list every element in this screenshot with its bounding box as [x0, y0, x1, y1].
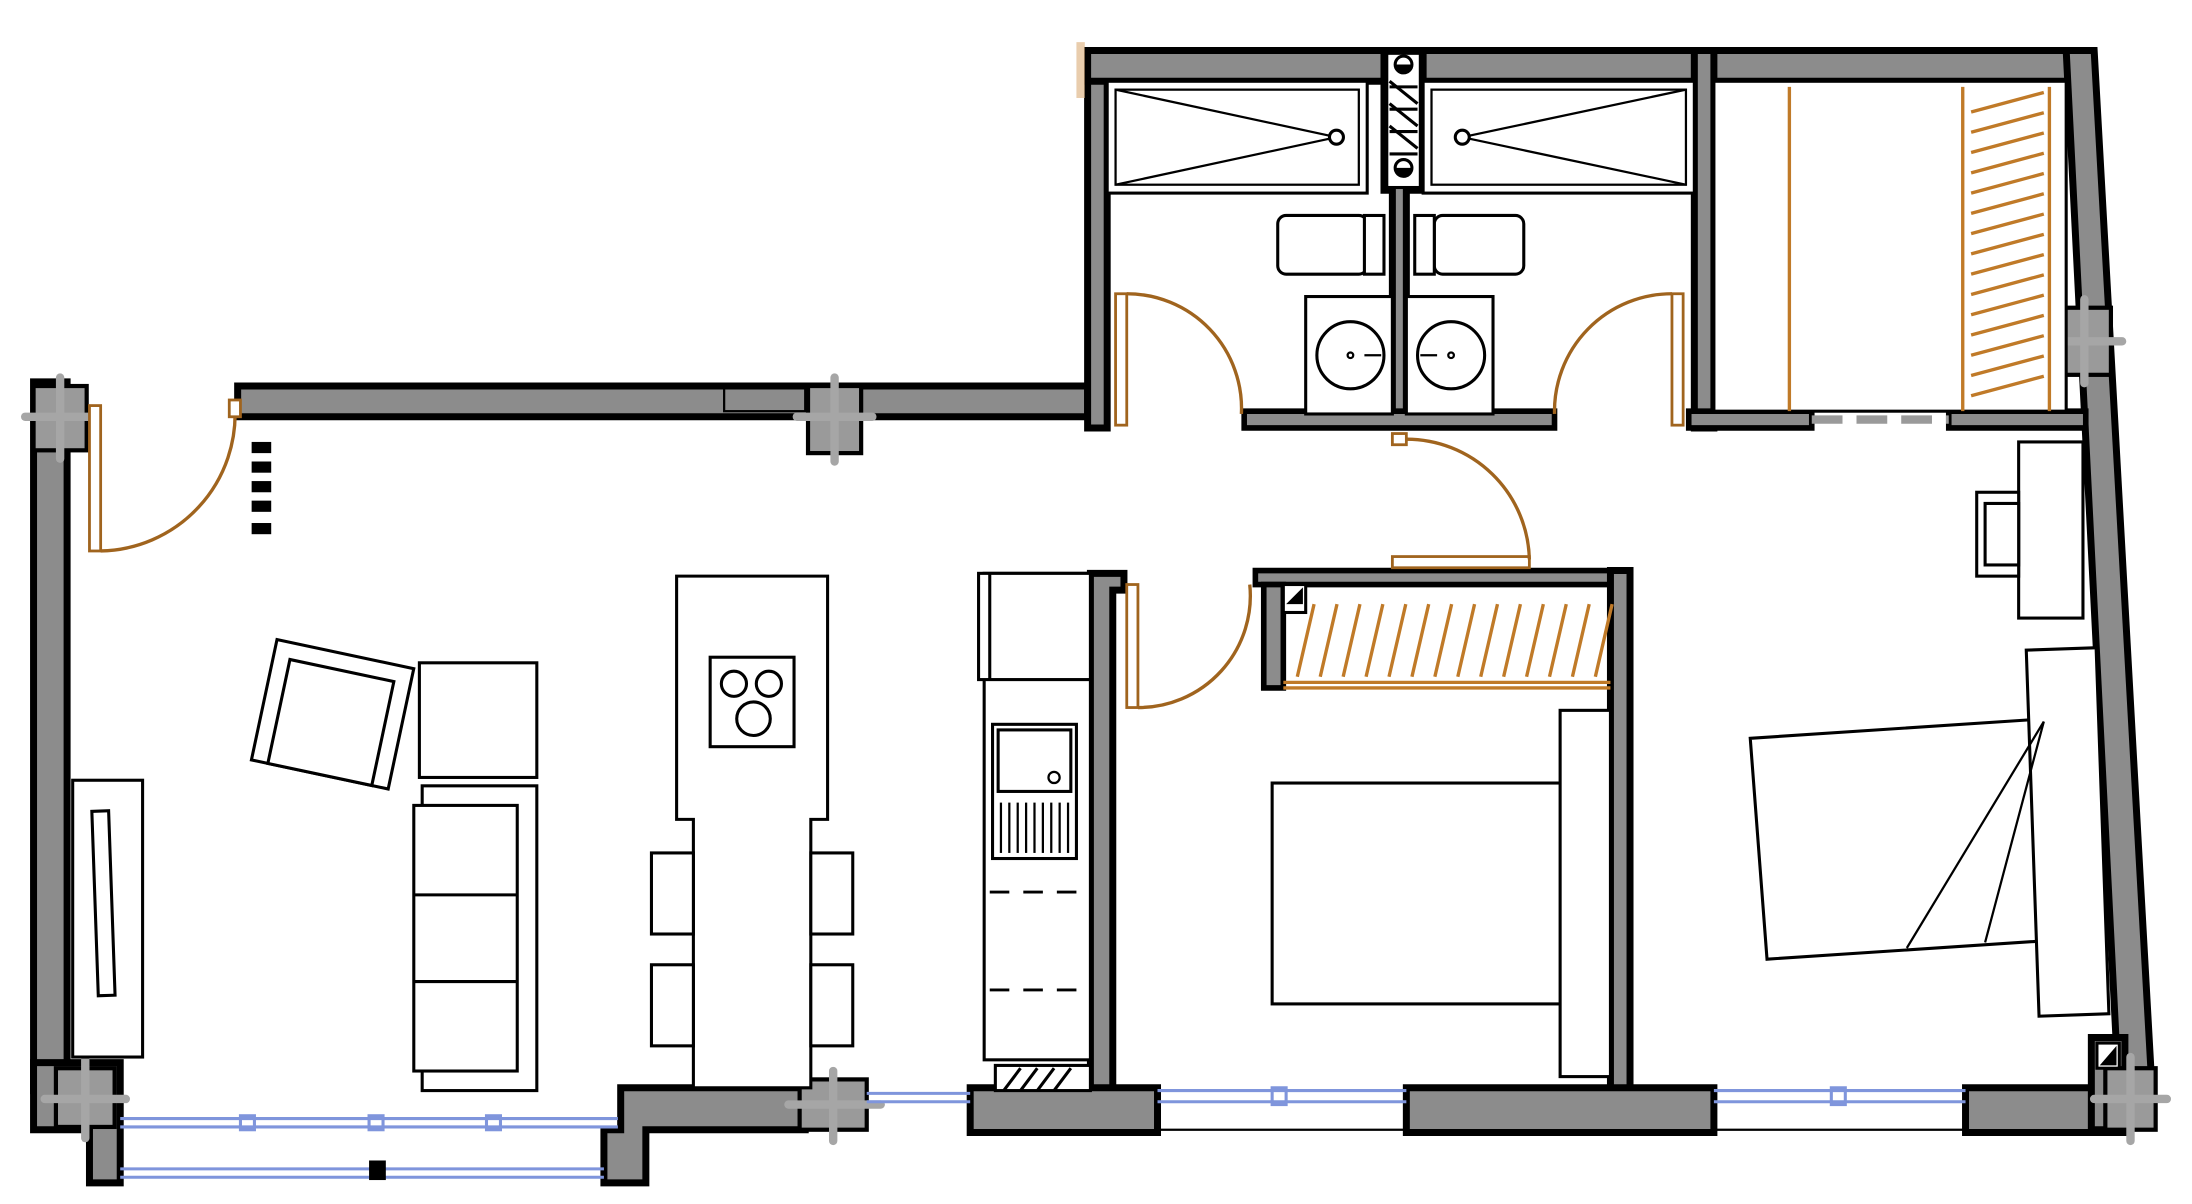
door-entrance: [88, 398, 242, 553]
kitchen-vent: [993, 1063, 1092, 1093]
wall-closet-bottom: [1685, 408, 1815, 431]
closet-hanger: [1970, 131, 2045, 155]
bathroom-1: [1105, 79, 1394, 416]
closet-hanger: [1970, 90, 2045, 114]
window-kitchen: [866, 1091, 971, 1104]
wall-kitchen-partition: [1086, 569, 1128, 1095]
closet-hanger: [1970, 232, 2045, 256]
bed-1: [1270, 708, 1612, 1079]
window-bedroom-1: [1157, 1086, 1407, 1107]
wall-bath-bottom-1: [1241, 408, 1558, 431]
wardrobe-hanger: [1456, 603, 1477, 678]
column-top-left: [20, 373, 100, 463]
wall-bottom-1: [600, 1084, 809, 1187]
wardrobe-hanger: [1341, 603, 1362, 678]
doors: [88, 292, 1685, 710]
wall-left: [30, 378, 71, 1095]
bedroom-1: [1270, 582, 1614, 1079]
closet-hanger: [1970, 212, 2045, 236]
wall-living-top: [234, 382, 1092, 421]
door-bathroom-2: [1552, 292, 1685, 427]
stool-2: [649, 963, 695, 1048]
wardrobe-hanger: [1387, 603, 1408, 678]
wall-bath2-right: [1690, 47, 1718, 432]
closet-hanger: [1970, 151, 2045, 175]
corner-fixture: [2095, 1041, 2121, 1070]
toilet-1: [1276, 213, 1369, 276]
sink-drainboard: [999, 802, 1070, 853]
wall-bottom-3: [1402, 1084, 1718, 1137]
door-bedroom-2: [1125, 583, 1252, 710]
wardrobe-hanger: [1593, 603, 1614, 678]
shower-tray-1: [1105, 79, 1369, 195]
structural-columns: [20, 295, 2172, 1146]
stool-1: [649, 851, 695, 936]
stool-4: [809, 963, 855, 1048]
window-living-upper: [120, 1114, 618, 1132]
wardrobe-hanger: [1479, 603, 1500, 678]
wardrobe-hanger: [1524, 603, 1545, 678]
washbasin-2: [1404, 295, 1495, 416]
bathroom-2: [1404, 79, 1696, 416]
closet-hanger: [1970, 293, 2045, 317]
wall-closet-bottom-2: [1945, 408, 2089, 431]
stool-3: [809, 851, 855, 936]
wardrobe-1: [1283, 603, 1614, 690]
walk-in-closet: [1712, 79, 2068, 424]
closet-hanger: [1970, 334, 2045, 357]
wall-bed1-top: [1252, 567, 1633, 588]
wardrobe-hanger: [1295, 603, 1316, 678]
window-bedroom-2: [1713, 1086, 1966, 1107]
kitchen-counter: [977, 571, 1092, 1093]
wardrobe-hanger: [1547, 603, 1568, 678]
column-top-middle: [792, 373, 877, 466]
wardrobe-hanger: [1433, 603, 1454, 678]
closet-hanger: [1970, 354, 2045, 378]
wall-bed1-right: [1606, 567, 1634, 1097]
bedroom-2: [1748, 440, 2121, 1070]
window-living-lower: [120, 1160, 604, 1181]
wall-bed1-closet: [1260, 581, 1287, 691]
closet-hanger: [1970, 273, 2045, 297]
bed-1-headboard: [1558, 708, 1612, 1079]
shaft: [1385, 51, 1422, 190]
bed-2: [1748, 646, 2111, 1018]
closet-hangers: [1970, 90, 2045, 398]
closet-hanger: [1970, 374, 2045, 398]
closet-hanger: [1970, 252, 2045, 276]
wall-bath-left: [1084, 47, 1111, 432]
sofa: [412, 784, 539, 1093]
closet-hanger: [1970, 192, 2045, 215]
entry-recess: [723, 384, 807, 413]
fridge: [977, 571, 1092, 682]
closet-hanger: [1970, 313, 2045, 337]
door-bedroom-1: [1390, 432, 1532, 570]
desk: [2017, 440, 2085, 620]
armchair: [249, 637, 416, 791]
wall-top: [1084, 47, 2095, 85]
wardrobe-hanger: [1364, 603, 1385, 678]
toilet-2: [1432, 213, 1526, 276]
windows: [120, 1086, 1966, 1181]
living-room: [71, 384, 807, 1093]
intercom-marks: [251, 441, 272, 535]
bed-2-headboard: [2024, 646, 2111, 1018]
column-bottom-middle: [784, 1066, 885, 1146]
door-bathroom-1: [1114, 292, 1244, 427]
wardrobe-hanger: [1410, 603, 1431, 678]
column-bottom-right: [2089, 1052, 2172, 1146]
closet-hanger: [1970, 171, 2045, 195]
kitchen-island: [649, 574, 855, 1090]
side-table: [417, 661, 539, 779]
wardrobe-hanger: [1318, 603, 1339, 678]
column-bottom-left: [40, 1055, 131, 1143]
closet-hanger: [1970, 111, 2045, 134]
tv-screen: [90, 809, 117, 998]
wardrobe-hanger: [1502, 603, 1523, 678]
wall-bottom-2: [966, 1084, 1162, 1137]
wardrobe-hanger: [1570, 603, 1591, 678]
